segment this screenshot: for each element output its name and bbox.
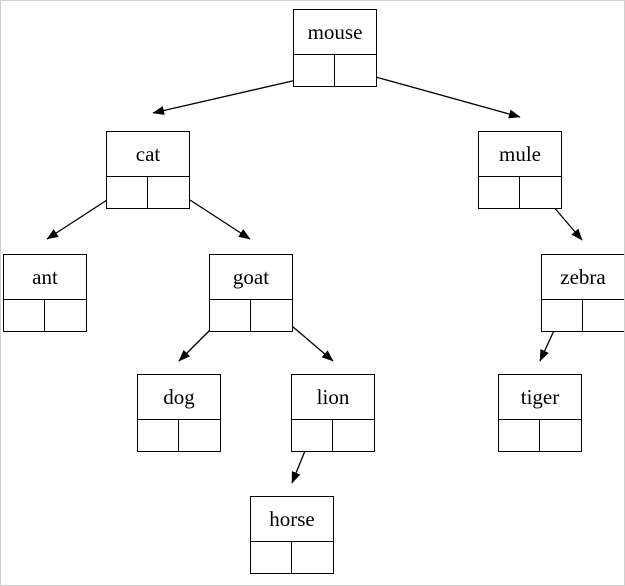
tree-node-ant[interactable]: ant (3, 254, 87, 332)
right-pointer-cell-goat[interactable] (251, 300, 292, 331)
node-label-cat: cat (107, 132, 189, 177)
edge-mouse-left-to-cat (152, 75, 315, 115)
node-pointers-tiger (499, 420, 581, 451)
node-label-lion: lion (292, 375, 374, 420)
node-pointers-zebra (542, 300, 624, 331)
left-pointer-cell-tiger[interactable] (499, 420, 540, 451)
node-pointers-ant (4, 300, 86, 331)
right-pointer-cell-zebra[interactable] (583, 300, 624, 331)
left-pointer-cell-zebra[interactable] (542, 300, 583, 331)
right-pointer-cell-mule[interactable] (520, 177, 561, 208)
node-label-mule: mule (479, 132, 561, 177)
tree-node-dog[interactable]: dog (137, 374, 221, 452)
right-pointer-cell-tiger[interactable] (540, 420, 581, 451)
node-label-dog: dog (138, 375, 220, 420)
left-pointer-cell-cat[interactable] (107, 177, 148, 208)
tree-node-zebra[interactable]: zebra (541, 254, 624, 332)
right-pointer-cell-ant[interactable] (45, 300, 86, 331)
right-pointer-cell-dog[interactable] (179, 420, 220, 451)
left-pointer-cell-horse[interactable] (251, 542, 292, 573)
right-pointer-cell-horse[interactable] (292, 542, 333, 573)
tree-node-mule[interactable]: mule (478, 131, 562, 209)
tree-node-goat[interactable]: goat (209, 254, 293, 332)
node-pointers-goat (210, 300, 292, 331)
left-pointer-cell-ant[interactable] (4, 300, 45, 331)
tree-node-cat[interactable]: cat (106, 131, 190, 209)
tree-node-tiger[interactable]: tiger (498, 374, 582, 452)
node-pointers-mouse (294, 55, 376, 86)
node-pointers-cat (107, 177, 189, 208)
right-pointer-cell-cat[interactable] (148, 177, 189, 208)
node-pointers-mule (479, 177, 561, 208)
node-pointers-lion (292, 420, 374, 451)
edge-mouse-right-to-mule (353, 70, 521, 119)
tree-node-lion[interactable]: lion (291, 374, 375, 452)
left-pointer-cell-goat[interactable] (210, 300, 251, 331)
left-pointer-cell-mouse[interactable] (294, 55, 335, 86)
right-pointer-cell-lion[interactable] (333, 420, 374, 451)
node-pointers-horse (251, 542, 333, 573)
right-pointer-cell-mouse[interactable] (335, 55, 376, 86)
node-label-goat: goat (210, 255, 292, 300)
left-pointer-cell-dog[interactable] (138, 420, 179, 451)
left-pointer-cell-mule[interactable] (479, 177, 520, 208)
node-label-zebra: zebra (542, 255, 624, 300)
left-pointer-cell-lion[interactable] (292, 420, 333, 451)
node-label-tiger: tiger (499, 375, 581, 420)
node-pointers-dog (138, 420, 220, 451)
node-label-ant: ant (4, 255, 86, 300)
node-label-horse: horse (251, 497, 333, 542)
node-label-mouse: mouse (294, 10, 376, 55)
tree-node-horse[interactable]: horse (250, 496, 334, 574)
tree-node-mouse[interactable]: mouse (293, 9, 377, 87)
